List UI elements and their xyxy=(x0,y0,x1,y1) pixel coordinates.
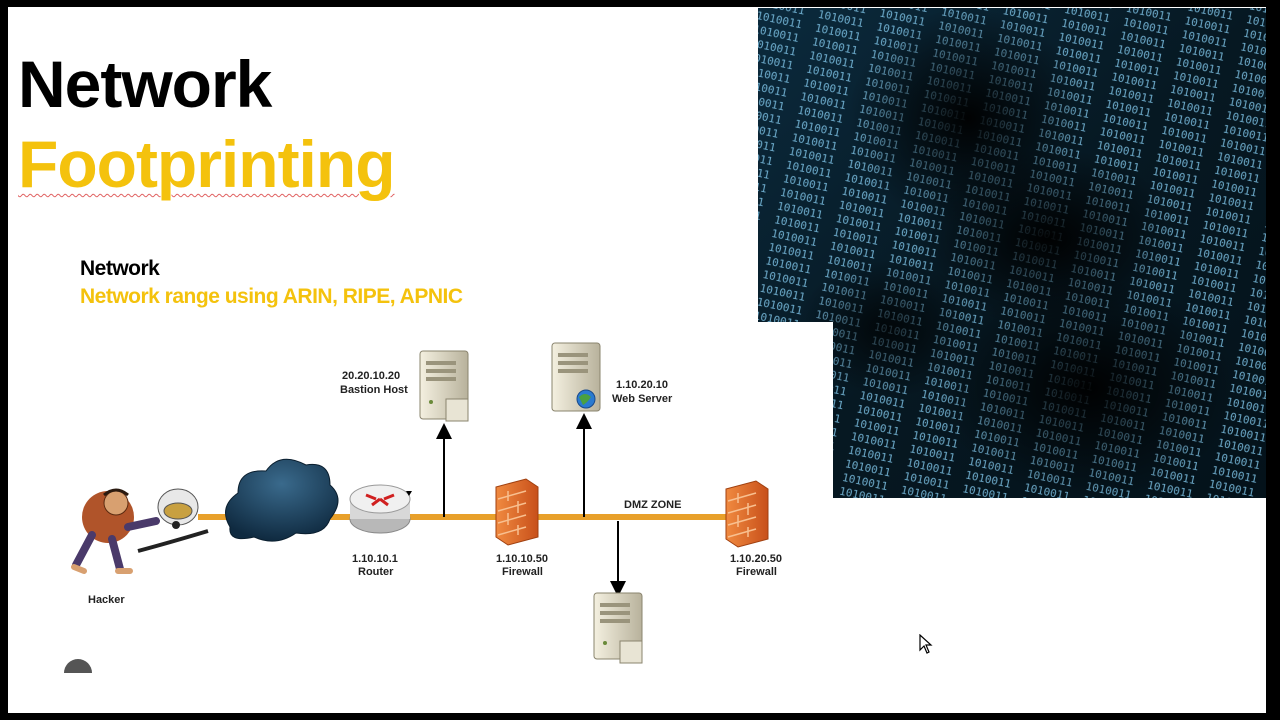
section-heading: Network xyxy=(80,257,160,280)
hacker-label: Hacker xyxy=(88,594,125,606)
web-server-icon xyxy=(551,342,601,412)
dmz-server-icon xyxy=(593,592,643,664)
firewall1-ip-label: 1.10.10.50 xyxy=(496,553,548,565)
binary-code-image: 1010011 xyxy=(758,8,1266,498)
firewall-1-icon xyxy=(495,478,539,546)
webserver-label: Web Server xyxy=(612,393,673,405)
firewall-2-icon xyxy=(725,480,769,548)
firewall2-ip-label: 1.10.20.50 xyxy=(730,553,782,565)
slide-nav-indicator xyxy=(64,659,92,673)
bastion-ip-label: 20.20.10.20 xyxy=(342,370,400,382)
internet-cloud-icon xyxy=(225,458,339,542)
network-diagram: 20.20.10.20 Bastion Host 1.10.20.10 Web … xyxy=(64,342,782,673)
bastion-host-server-icon xyxy=(419,350,469,422)
firewall1-label: Firewall xyxy=(502,566,543,578)
router-icon xyxy=(349,484,412,534)
hacker-icon xyxy=(71,488,209,574)
mouse-cursor-icon xyxy=(919,634,933,654)
dmz-zone-label: DMZ ZONE xyxy=(624,499,681,511)
router-ip-label: 1.10.10.1 xyxy=(352,553,398,565)
bastion-host-label: Bastion Host xyxy=(340,384,408,396)
section-subheading: Network range using ARIN, RIPE, APNIC xyxy=(80,285,463,308)
slide: Network Footprinting Network Network ran… xyxy=(8,7,1266,713)
router-label: Router xyxy=(358,566,394,578)
title-footprinting: Footprinting xyxy=(18,127,396,201)
webserver-ip-label: 1.10.20.10 xyxy=(616,379,668,391)
firewall2-label: Firewall xyxy=(736,566,777,578)
title-network: Network xyxy=(18,47,272,121)
